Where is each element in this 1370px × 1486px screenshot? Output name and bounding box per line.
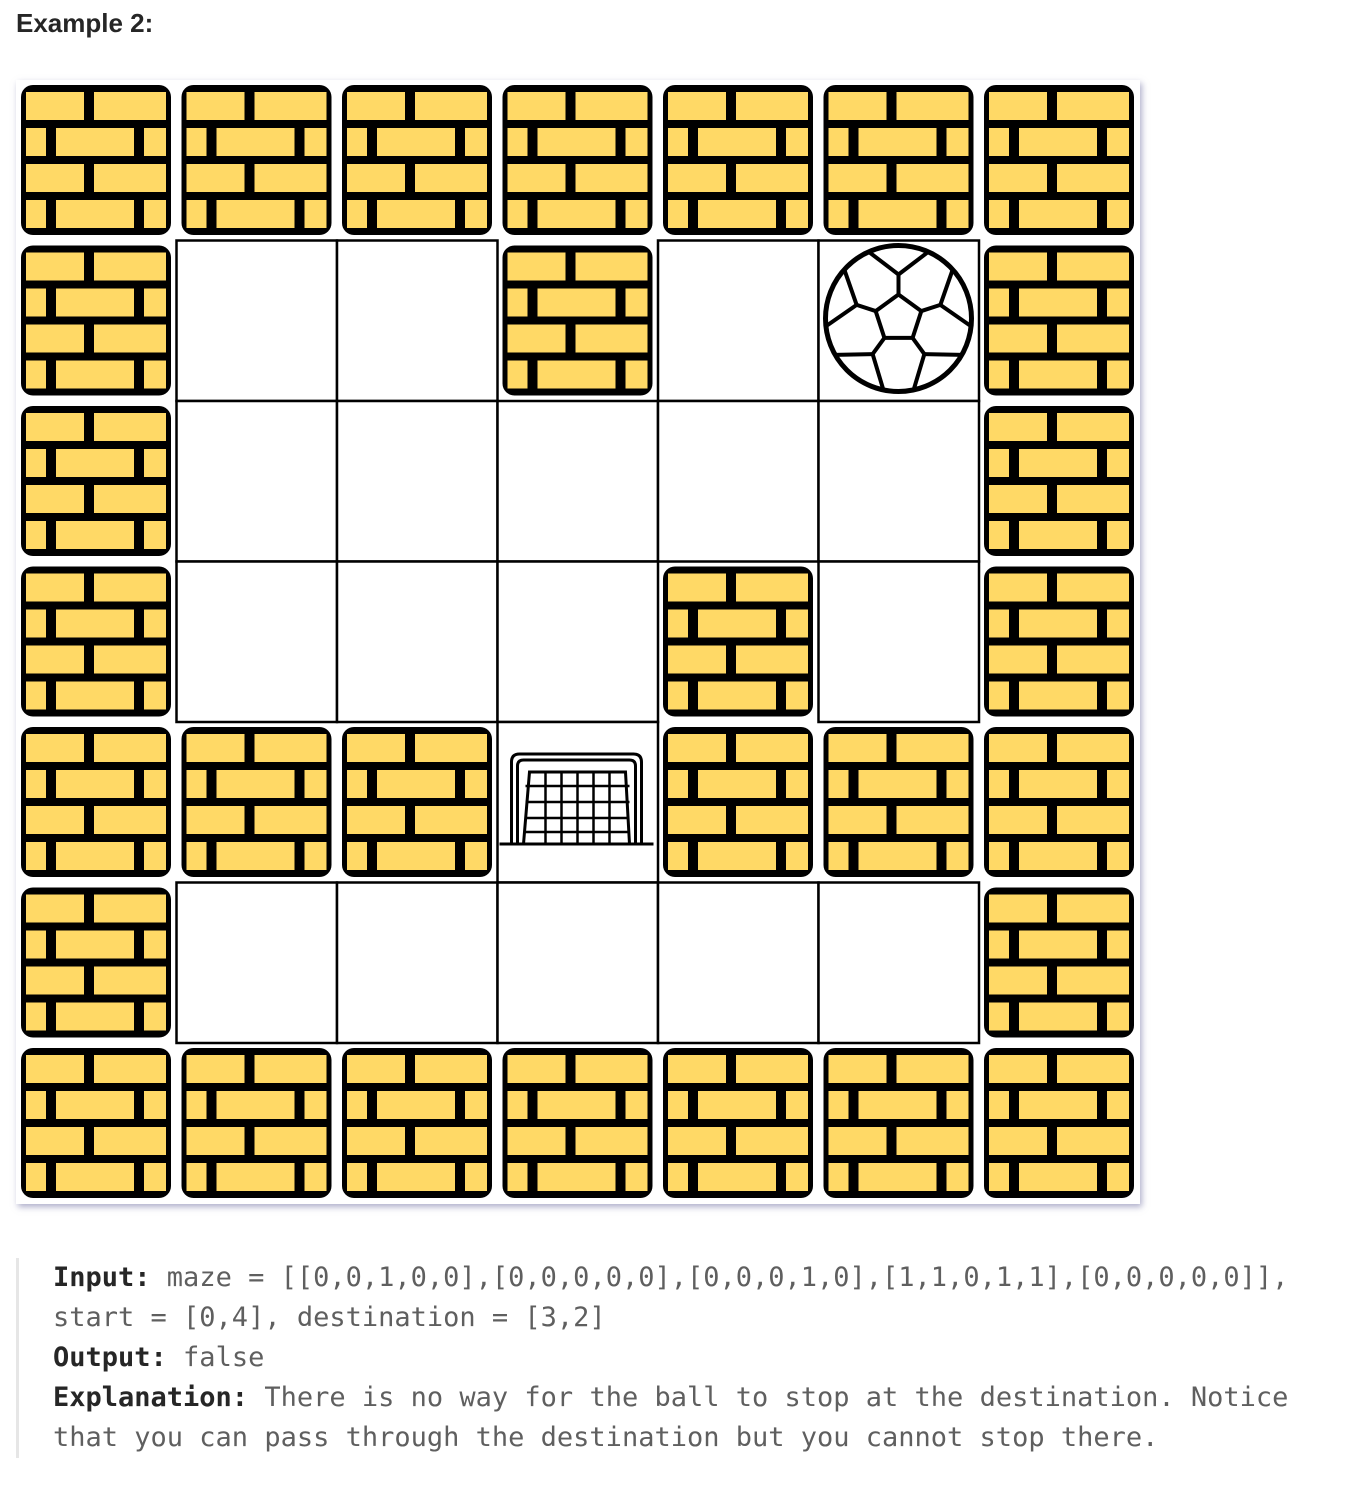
brick-wall-icon (984, 1048, 1134, 1198)
open-cell (656, 881, 820, 1045)
brick-wall-icon (342, 85, 492, 235)
input-label: Input: (53, 1262, 151, 1293)
open-cell (817, 560, 981, 724)
brick-wall-icon (823, 727, 974, 877)
input-text-line1: maze = [[0,0,1,0,0],[0,0,0,0,0],[0,0,0,1… (150, 1262, 1289, 1293)
brick-wall-icon (181, 727, 332, 877)
brick-wall-icon (342, 727, 492, 877)
brick-wall-icon (984, 406, 1134, 556)
brick-wall-icon (663, 85, 813, 235)
brick-wall-icon (984, 727, 1134, 877)
soccer-ball-icon (823, 243, 974, 394)
open-cell (817, 399, 981, 563)
open-cell (175, 239, 339, 403)
soccer-goal-icon (499, 752, 654, 846)
brick-wall-icon (502, 245, 653, 396)
brick-wall-icon (663, 727, 813, 877)
explanation-text-line2: that you can pass through the destinatio… (53, 1422, 1159, 1453)
input-text-line2: start = [0,4], destination = [3,2] (53, 1302, 606, 1333)
open-cell (175, 560, 339, 724)
explanation-text-line1: There is no way for the ball to stop at … (248, 1382, 1289, 1413)
brick-wall-icon (984, 887, 1134, 1038)
brick-wall-icon (21, 727, 171, 877)
open-cell (335, 560, 499, 724)
example-code-block: Input: maze = [[0,0,1,0,0],[0,0,0,0,0],[… (16, 1258, 1356, 1458)
explanation-label: Explanation: (53, 1382, 249, 1413)
output-value: false (166, 1342, 265, 1373)
brick-wall-icon (21, 245, 171, 396)
open-cell (496, 560, 660, 724)
open-cell (175, 881, 339, 1045)
open-cell (335, 399, 499, 563)
brick-wall-icon (21, 887, 171, 1038)
brick-wall-icon (181, 85, 332, 235)
open-cell (175, 399, 339, 563)
brick-wall-icon (984, 85, 1134, 235)
open-cell (335, 881, 499, 1045)
maze-grid (16, 80, 1140, 1204)
brick-wall-icon (984, 245, 1134, 396)
brick-wall-icon (502, 1048, 653, 1198)
maze-figure (16, 80, 1140, 1204)
brick-wall-icon (181, 1048, 332, 1198)
brick-wall-icon (502, 85, 653, 235)
brick-wall-icon (984, 566, 1134, 717)
brick-wall-icon (21, 566, 171, 717)
open-cell (335, 239, 499, 403)
brick-wall-icon (21, 85, 171, 235)
open-cell (656, 399, 820, 563)
output-label: Output: (53, 1342, 167, 1373)
open-cell (817, 881, 981, 1045)
brick-wall-icon (823, 85, 974, 235)
open-cell (496, 881, 660, 1045)
brick-wall-icon (823, 1048, 974, 1198)
open-cell (656, 239, 820, 403)
open-cell (496, 399, 660, 563)
brick-wall-icon (21, 1048, 171, 1198)
brick-wall-icon (21, 406, 171, 556)
example-heading: Example 2: (16, 8, 154, 38)
brick-wall-icon (342, 1048, 492, 1198)
brick-wall-icon (663, 1048, 813, 1198)
brick-wall-icon (663, 566, 813, 717)
